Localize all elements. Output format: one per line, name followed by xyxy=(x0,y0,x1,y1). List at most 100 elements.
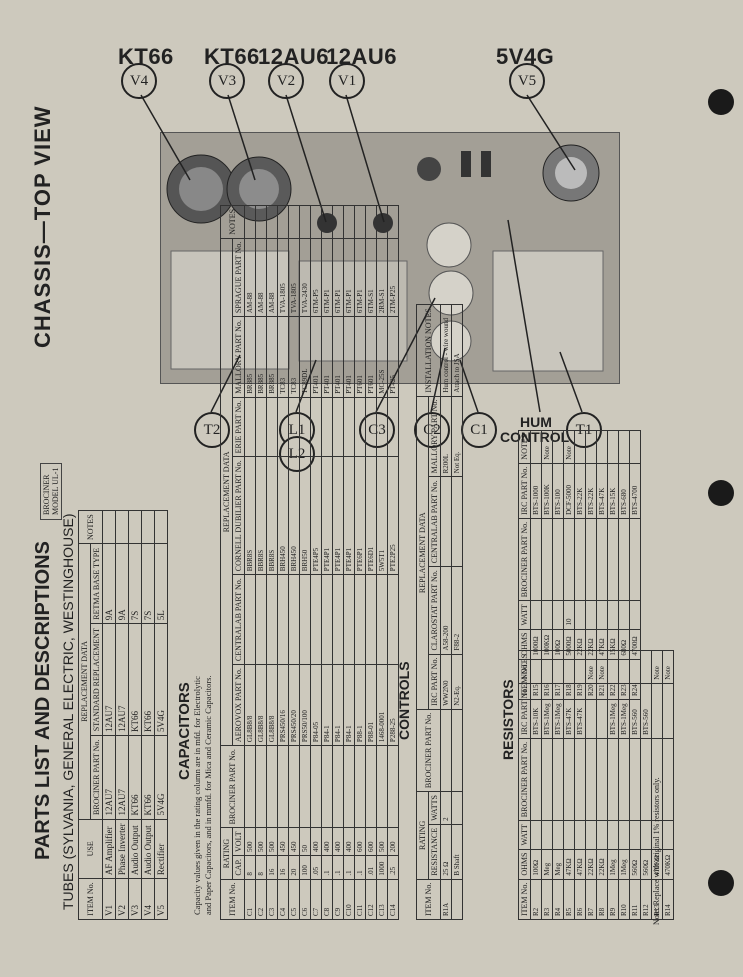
table-cell: 5V4G xyxy=(154,623,168,736)
tubes-heading: TUBES (SYLVANIA, GENERAL ELECTRIC, WESTI… xyxy=(60,513,76,910)
table-cell xyxy=(365,205,377,239)
table-cell: PT401 xyxy=(310,316,322,398)
th-cap-notes: NOTES xyxy=(220,205,245,239)
th-res2-broc: BROCINER PART No. xyxy=(518,518,531,601)
table-cell xyxy=(640,738,652,821)
table-cell xyxy=(530,738,542,821)
table-cell: AF Amplifier xyxy=(102,819,116,879)
table-cell: P88-1 xyxy=(354,664,366,746)
hum-label: HUM xyxy=(520,414,552,430)
table-cell xyxy=(255,397,267,457)
table-cell xyxy=(299,397,311,457)
table-cell xyxy=(585,738,597,821)
table-cell: R4 xyxy=(552,879,564,920)
binder-hole-top xyxy=(708,89,734,115)
table-cell xyxy=(574,518,586,601)
table-cell: AM-88 xyxy=(244,238,256,317)
table-cell xyxy=(629,518,641,601)
table-cell: BR885 xyxy=(255,316,267,398)
table-cell: R15 xyxy=(530,659,542,700)
table-cell xyxy=(299,745,311,828)
th-ctl-irc: IRC PART No. xyxy=(428,654,441,710)
controls-table-wrap: ITEM No. RATING BROCINER PART No. REPLAC… xyxy=(416,304,463,920)
table-cell: R18 xyxy=(563,659,575,700)
table-cell: BTS-560 xyxy=(640,683,652,739)
table-cell xyxy=(310,205,322,239)
table-cell: .01 xyxy=(365,855,377,880)
table-cell xyxy=(662,820,674,850)
controls-table: ITEM No. RATING BROCINER PART No. REPLAC… xyxy=(416,304,463,920)
table-cell: 22KΩ xyxy=(585,629,597,660)
th-res-broc: BROCINER PART No. xyxy=(518,738,531,821)
table-cell: PRS50/100 xyxy=(299,664,311,746)
th-ctl-watts: WATTS xyxy=(428,791,441,825)
marker-v5: V5 xyxy=(509,63,545,99)
table-cell: PT401 xyxy=(343,316,355,398)
table-cell xyxy=(288,205,300,239)
table-cell xyxy=(277,574,289,665)
table-cell: P84-05 xyxy=(310,664,322,746)
table-cell xyxy=(629,820,641,850)
th-ctl-replacement: REPLACEMENT DATA xyxy=(416,396,429,710)
table-cell: 600 xyxy=(354,827,366,856)
table-cell xyxy=(607,820,619,850)
table-cell: .25 xyxy=(387,855,399,880)
table-cell: BTS-100 xyxy=(552,463,564,519)
table-cell: BRH50 xyxy=(299,456,311,575)
table-cell xyxy=(321,397,333,457)
table-cell: R23 xyxy=(618,659,630,700)
table-cell: TC83 xyxy=(277,316,289,398)
th-cap-centralab: CENTRALAB PART No. xyxy=(232,574,245,665)
table-cell xyxy=(629,738,641,821)
table-cell xyxy=(440,709,452,792)
table-cell: C13 xyxy=(376,879,388,920)
table-cell: R9 xyxy=(607,879,619,920)
table-cell: V2 xyxy=(115,878,129,920)
table-cell: 9A xyxy=(115,543,129,624)
table-cell: 8 xyxy=(244,855,256,880)
table-cell xyxy=(255,745,267,828)
table-cell: P84-1 xyxy=(343,664,355,746)
table-cell: Audio Output xyxy=(141,819,155,879)
table-cell: 100Ω xyxy=(552,629,564,660)
table-cell: 500 xyxy=(255,827,267,856)
table-cell: 12AU7 xyxy=(102,623,116,736)
table-cell: Hum control - wire wound xyxy=(440,304,452,397)
table-cell xyxy=(277,397,289,457)
model-box: BROCINER MODEL UL-1 xyxy=(40,462,62,520)
table-cell: BR885 xyxy=(266,316,278,398)
capacitors-table: ITEM No. RATING BROCINER PART No. REPLAC… xyxy=(220,205,399,920)
marker-c1: C1 xyxy=(461,412,497,448)
table-cell: 47KΩ xyxy=(574,849,586,880)
table-cell xyxy=(102,510,116,544)
table-cell: R19 xyxy=(574,659,586,700)
table-cell: BRH450 xyxy=(277,456,289,575)
th-ctl-centralab: CENTRALAB PART No. xyxy=(428,476,441,567)
table-cell xyxy=(585,430,597,464)
table-cell: 15KΩ xyxy=(607,629,619,660)
table-cell xyxy=(618,430,630,464)
table-cell xyxy=(640,820,652,850)
table-cell: 1Meg xyxy=(618,849,630,880)
th-res2-ohms: OHMS xyxy=(518,629,531,660)
table-cell: 12AU7 xyxy=(102,735,116,820)
table-cell: Note xyxy=(563,430,575,464)
table-cell: .1 xyxy=(321,855,333,880)
table-cell xyxy=(596,518,608,601)
table-cell xyxy=(266,397,278,457)
chassis-photo xyxy=(160,132,620,384)
table-cell xyxy=(365,745,377,828)
table-cell xyxy=(541,738,553,821)
table-cell xyxy=(244,745,256,828)
table-cell xyxy=(277,745,289,828)
